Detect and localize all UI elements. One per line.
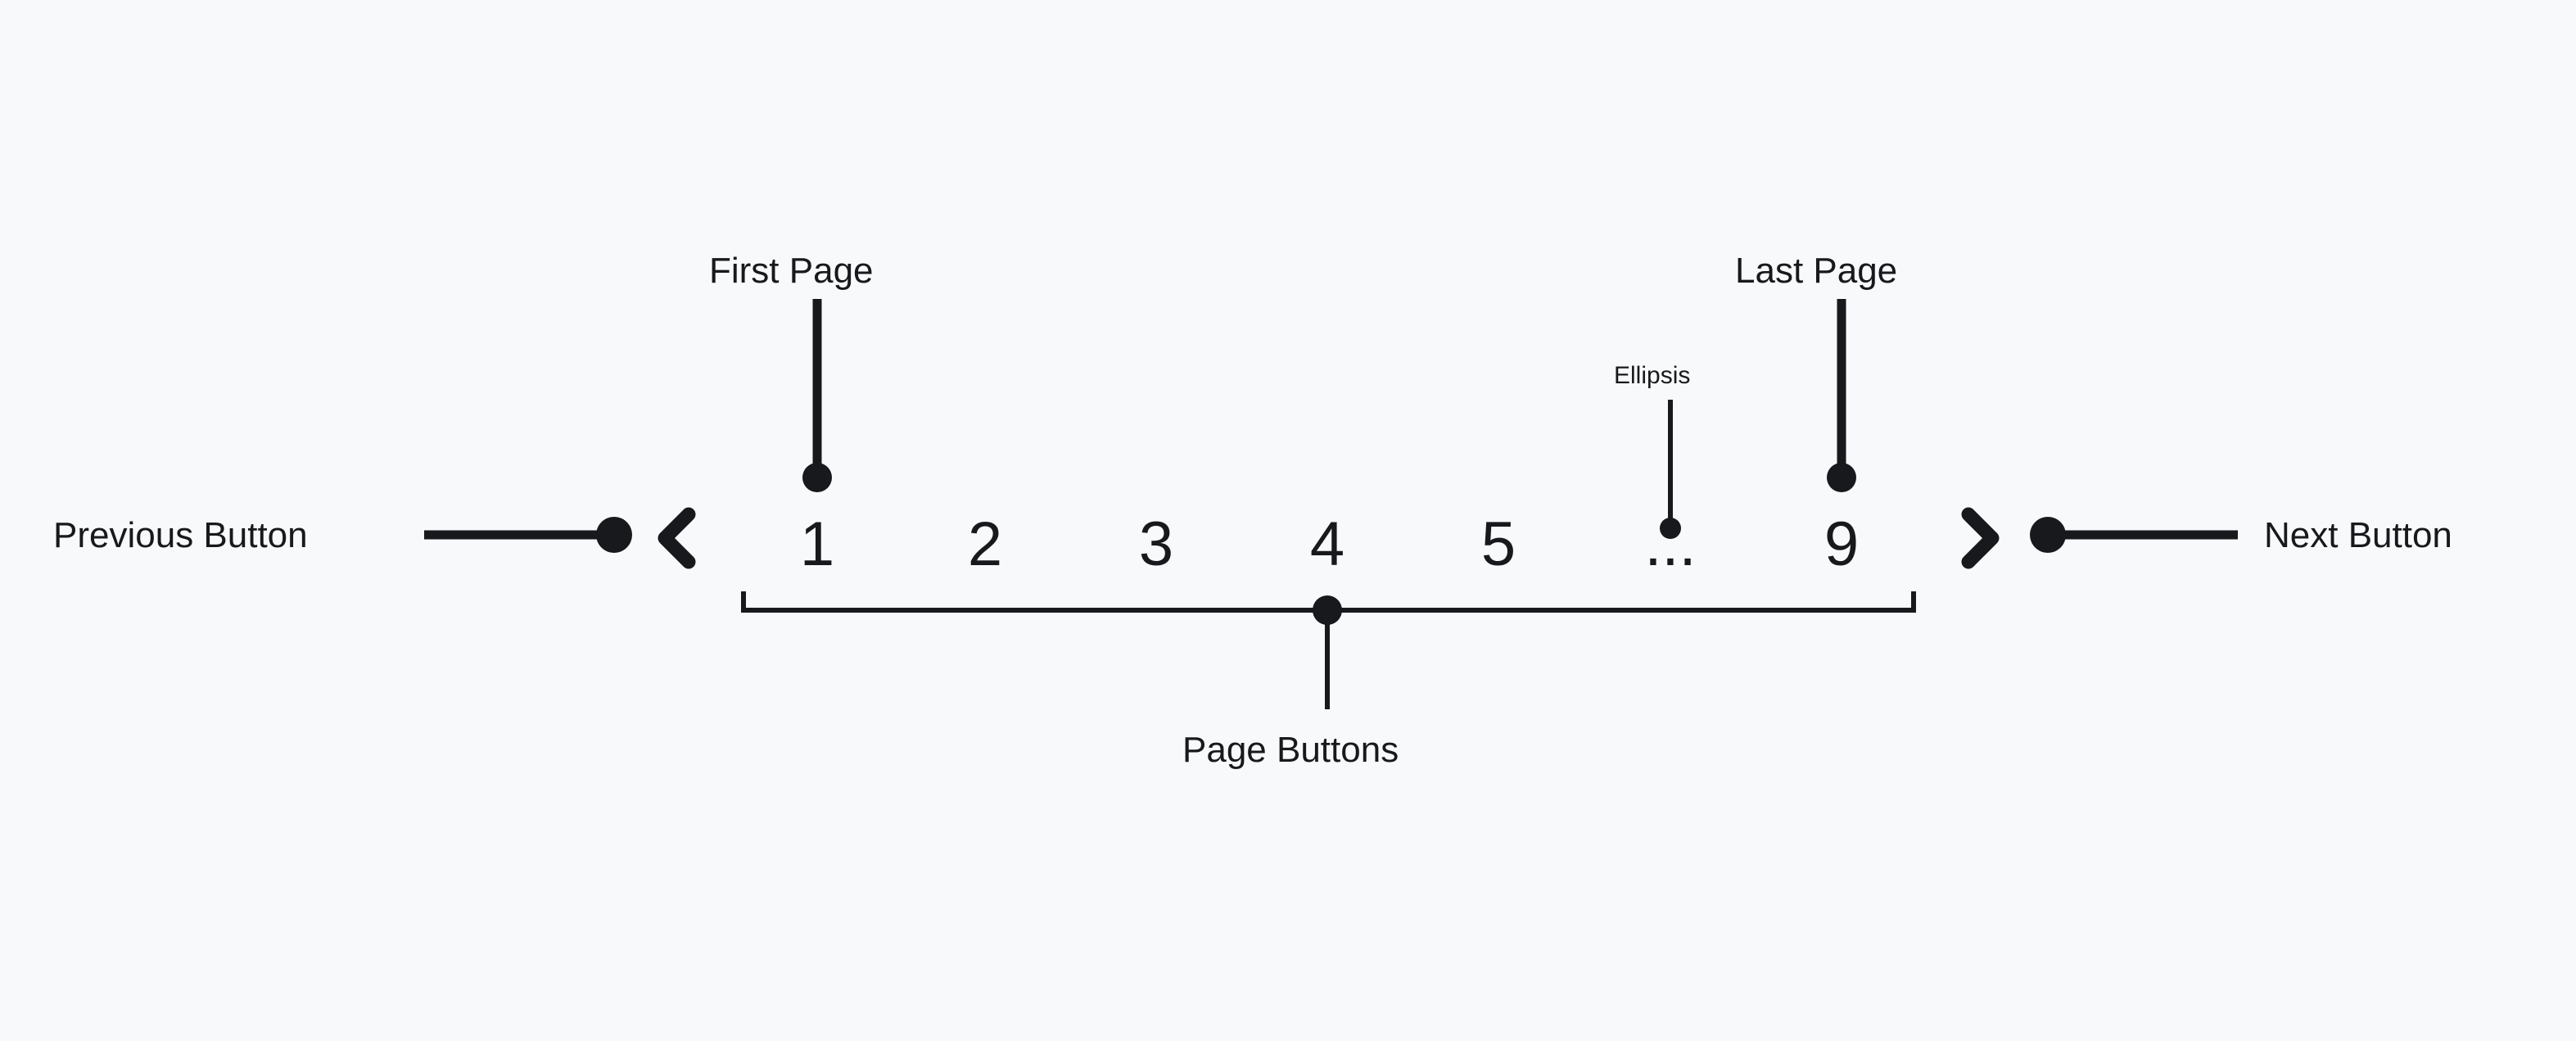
previous-button-label: Previous Button	[53, 515, 308, 555]
first-page-leader-dot	[802, 463, 832, 492]
first-page-label: First Page	[709, 251, 874, 291]
annotation-ellipsis: Ellipsis	[1614, 362, 1690, 539]
ellipsis-leader-dot	[1660, 518, 1681, 539]
previous-button-leader-dot	[596, 517, 632, 553]
chevron-right-icon[interactable]	[1961, 507, 2000, 569]
last-page-label: Last Page	[1735, 251, 1897, 291]
annotation-previous-button: Previous Button	[53, 515, 632, 555]
annotation-next-button: Next Button	[2030, 515, 2452, 555]
next-button-label: Next Button	[2264, 515, 2452, 555]
page-button-4[interactable]: 4	[1310, 509, 1344, 579]
annotation-last-page: Last Page	[1735, 251, 1897, 492]
ellipsis-label: Ellipsis	[1614, 362, 1690, 389]
page-button-9[interactable]: 9	[1824, 509, 1859, 579]
last-page-leader-dot	[1827, 463, 1856, 492]
page-ellipsis: ...	[1644, 509, 1696, 579]
page-buttons-group: 1 2 3 4 5 ... 9	[800, 509, 1859, 579]
annotation-page-buttons: Page Buttons	[741, 591, 1916, 770]
chevron-left-icon[interactable]	[658, 507, 696, 569]
page-buttons-label: Page Buttons	[1182, 730, 1399, 770]
page-button-3[interactable]: 3	[1139, 509, 1173, 579]
page-button-1[interactable]: 1	[800, 509, 834, 579]
page-button-5[interactable]: 5	[1481, 509, 1516, 579]
page-button-2[interactable]: 2	[968, 509, 1002, 579]
annotation-first-page: First Page	[709, 251, 874, 492]
